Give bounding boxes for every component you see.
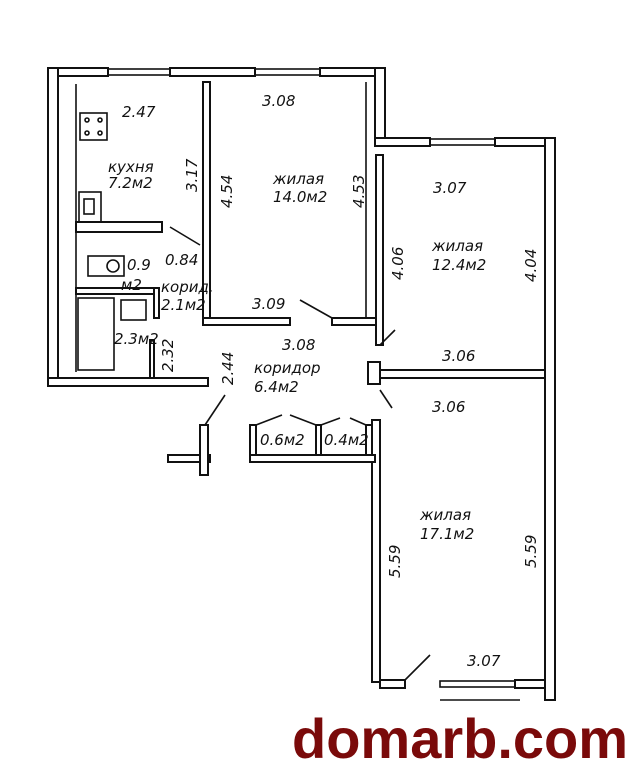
dim-room3-right: 5.59 [522, 535, 540, 568]
dim-room2-top: 3.07 [433, 179, 467, 197]
closet2-area: 0.4м2 [324, 431, 369, 449]
dim-room1-left: 4.54 [218, 175, 236, 208]
windows [107, 68, 520, 701]
small-corridor-area: 2.1м2 [161, 296, 206, 314]
dim-room3-top: 3.06 [432, 398, 465, 416]
dim-room2-left: 4.06 [389, 247, 407, 280]
dim-bath-side: 2.32 [159, 339, 177, 372]
room2-name: жилая [431, 237, 483, 255]
dim-kitchen-top: 2.47 [122, 103, 156, 121]
bathroom-area: 2.3м2 [114, 330, 159, 348]
dim-room1-top: 3.08 [262, 92, 295, 110]
dim-room3-bottom: 3.07 [467, 652, 501, 670]
watermark-logo: domarb.com [292, 707, 629, 770]
corridor-name: коридор [254, 359, 321, 377]
toilet-icon [87, 255, 125, 277]
walls [47, 67, 556, 701]
dim-room2-right: 4.04 [522, 249, 540, 282]
bathtub-icon [77, 297, 115, 371]
dim-corridor-left: 2.44 [219, 352, 237, 385]
dim-room2-bottom: 3.06 [442, 347, 475, 365]
dim-room1-right: 4.53 [350, 175, 368, 208]
closet1-area: 0.6м2 [260, 431, 305, 449]
kitchen-area: 7.2м2 [108, 174, 153, 192]
toilet-area: 0.9 [127, 256, 151, 274]
stove-icon [79, 112, 108, 141]
room3-name: жилая [419, 506, 471, 524]
dim-kitchen-right: 3.17 [183, 158, 201, 192]
small-corridor-name: корид. [161, 278, 214, 296]
room3-area: 17.1м2 [420, 525, 474, 543]
dim-room3-left: 5.59 [386, 545, 404, 578]
kitchen-name: кухня [108, 158, 154, 176]
washbasin-icon [120, 299, 147, 321]
corridor-area: 6.4м2 [254, 378, 299, 396]
room1-area: 14.0м2 [273, 188, 327, 206]
dim-corridor-top: 3.08 [282, 336, 315, 354]
dimension-labels: 2.47 3.17 3.08 4.54 4.53 3.09 0.84 2.32 … [122, 92, 540, 670]
fixtures [77, 112, 431, 681]
dim-small-corridor: 0.84 [165, 251, 198, 269]
room2-area: 12.4м2 [432, 256, 486, 274]
room1-name: жилая [272, 170, 324, 188]
dim-room1-bottom: 3.09 [252, 295, 285, 313]
room-labels: кухня 7.2м2 жилая 14.0м2 жилая 12.4м2 жи… [108, 158, 486, 543]
sink-icon [78, 191, 102, 223]
toilet-area-unit: м2 [121, 276, 142, 294]
